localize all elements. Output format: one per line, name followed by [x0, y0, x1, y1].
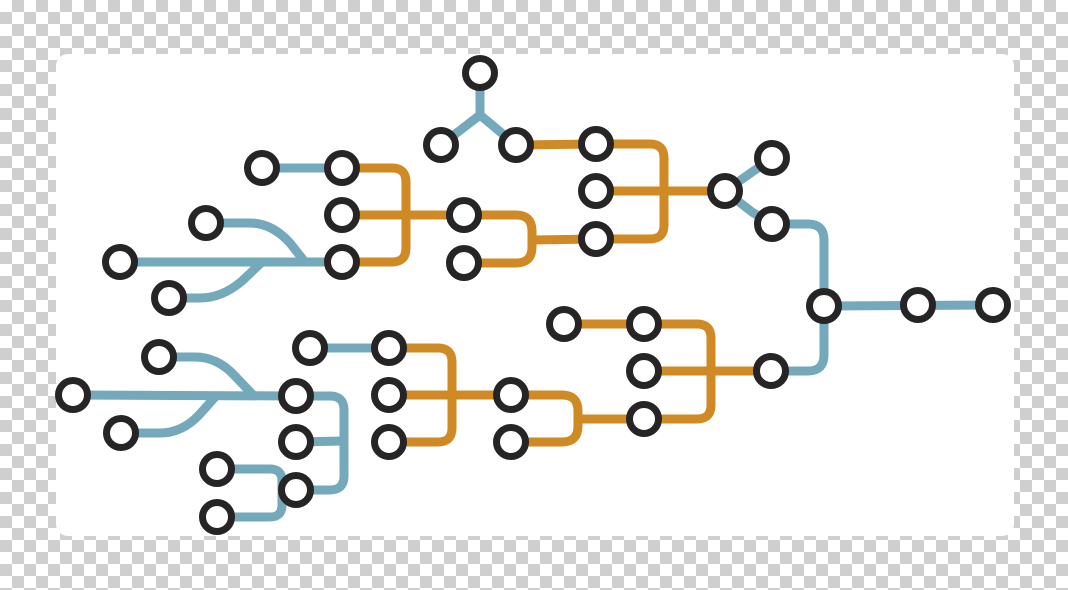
node-8: [754, 206, 790, 242]
node-25: [753, 353, 789, 389]
nodes-layer: [55, 55, 1011, 535]
node-13: [188, 205, 224, 241]
node-34: [278, 424, 314, 460]
node-31: [371, 377, 407, 413]
node-26: [141, 339, 177, 375]
node-14: [102, 244, 138, 280]
node-9: [244, 150, 280, 186]
node-21: [546, 306, 582, 342]
edge-blue-9: [68, 390, 301, 401]
node-39: [493, 424, 529, 460]
edge-blue-10: [154, 352, 259, 401]
node-28: [103, 415, 139, 451]
node-27: [55, 377, 91, 413]
node-38: [493, 377, 529, 413]
node-18: [806, 288, 842, 324]
node-12: [324, 244, 360, 280]
node-19: [900, 287, 936, 323]
node-15: [151, 280, 187, 316]
edge-blue-8: [164, 257, 267, 303]
node-23: [626, 353, 662, 389]
node-3: [578, 126, 614, 162]
node-37: [199, 499, 235, 535]
node-35: [278, 472, 314, 508]
edge-blue-11: [116, 391, 221, 438]
node-0: [462, 55, 498, 91]
edge-blue-3: [720, 186, 829, 376]
edge-blue-7: [201, 218, 310, 267]
node-33: [278, 378, 314, 414]
node-20: [975, 287, 1011, 323]
node-22: [626, 306, 662, 342]
node-17: [446, 245, 482, 281]
node-2: [498, 127, 534, 163]
node-36: [199, 451, 235, 487]
node-5: [578, 221, 614, 257]
node-16: [446, 197, 482, 233]
node-11: [324, 197, 360, 233]
node-7: [754, 140, 790, 176]
node-30: [371, 330, 407, 366]
node-1: [423, 127, 459, 163]
node-10: [324, 150, 360, 186]
node-32: [371, 424, 407, 460]
node-24: [626, 401, 662, 437]
node-6: [707, 173, 743, 209]
node-29: [292, 330, 328, 366]
node-4: [578, 173, 614, 209]
